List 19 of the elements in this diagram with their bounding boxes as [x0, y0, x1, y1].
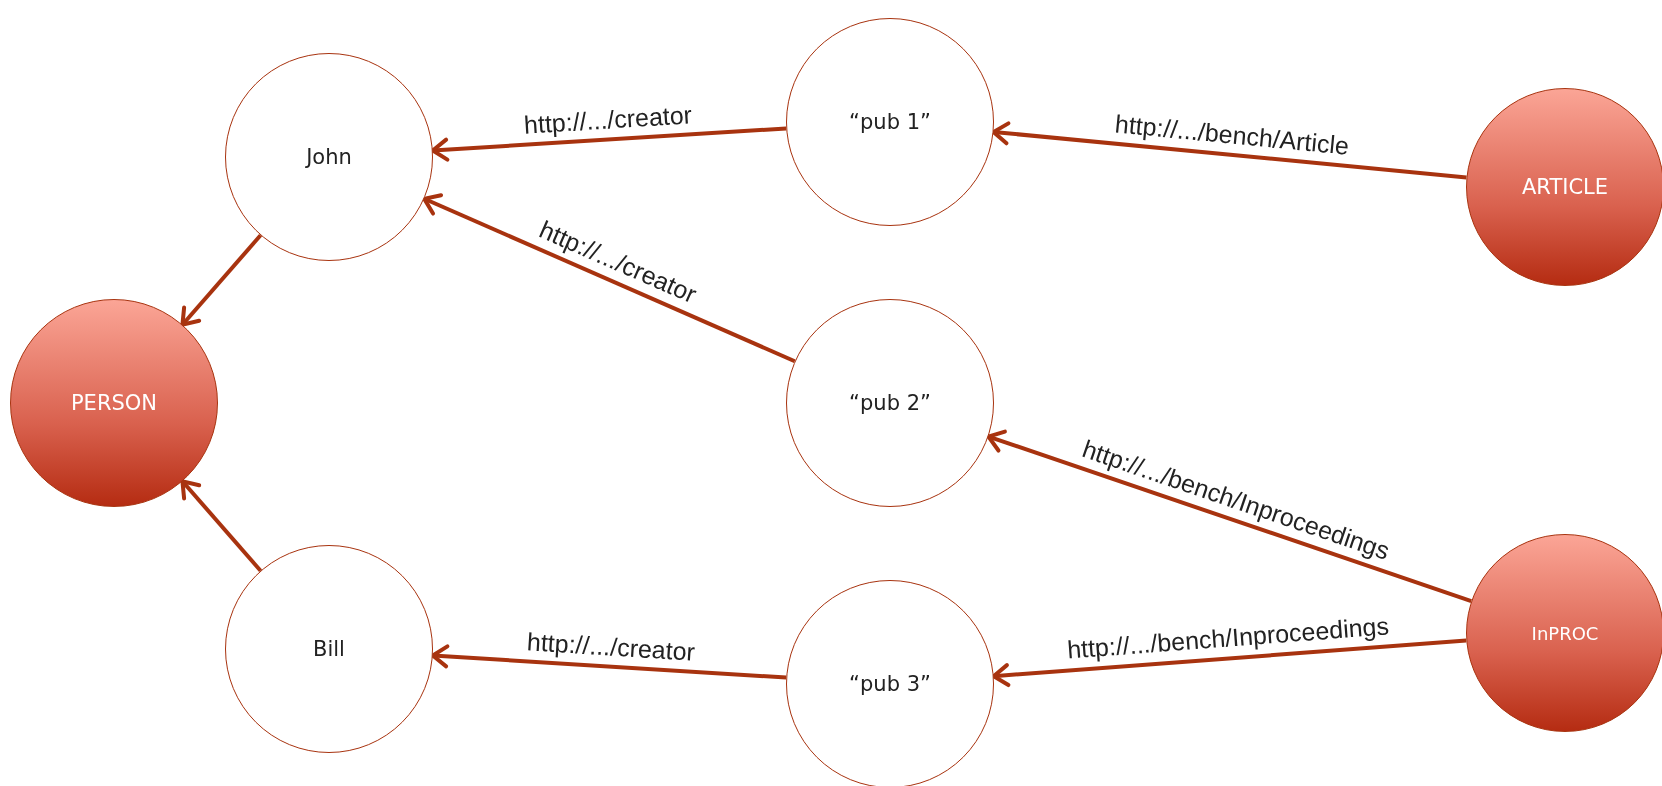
node-label: “pub 2” — [848, 390, 932, 417]
node-label: ARTICLE — [1520, 174, 1610, 201]
arrow — [180, 479, 263, 572]
arrow — [991, 638, 1467, 688]
arrow — [422, 193, 796, 364]
arrow — [986, 429, 1472, 603]
arrow — [430, 126, 787, 162]
node-label: “pub 3” — [848, 671, 932, 698]
arrow — [180, 234, 263, 327]
node-label: John — [304, 144, 353, 171]
edge-label: http://.../bench/Article — [1113, 111, 1350, 159]
arrow — [991, 121, 1467, 180]
node-label: PERSON — [69, 390, 159, 417]
node-label: “pub 1” — [848, 109, 932, 136]
edge-label: http://.../creator — [526, 628, 696, 665]
arrow — [430, 644, 787, 680]
node-label: Bill — [312, 636, 346, 663]
node-label: InPROC — [1530, 621, 1600, 646]
edge-label: http://.../creator — [523, 101, 693, 138]
